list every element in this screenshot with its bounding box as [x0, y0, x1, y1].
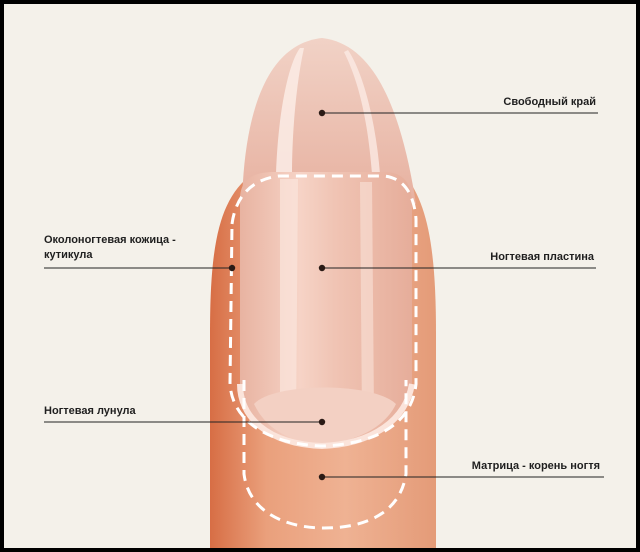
- matrix-dashed-outline: [242, 380, 408, 530]
- anchor-dots: [228, 109, 326, 481]
- dot-matrix: [318, 473, 326, 481]
- dot-free-edge: [318, 109, 326, 117]
- label-cuticle-line2: кутикула: [44, 249, 93, 261]
- nail-plate-highlight-2: [360, 182, 374, 422]
- dot-nail-plate: [318, 264, 326, 272]
- dot-cuticle: [228, 264, 236, 272]
- diagram-frame: Свободный край Околоногтевая кожица - ку…: [4, 4, 636, 548]
- nail-plate-highlight: [280, 179, 298, 424]
- label-nail-plate: Ногтевая пластина: [490, 251, 594, 263]
- label-free-edge: Свободный край: [503, 96, 596, 108]
- nail-highlight-right: [344, 50, 380, 174]
- lunula: [254, 387, 396, 444]
- dot-lunula: [318, 418, 326, 426]
- label-cuticle-line1: Околоногтевая кожица -: [44, 234, 176, 246]
- label-matrix: Матрица - корень ногтя: [471, 460, 600, 472]
- leader-lines: [44, 112, 604, 478]
- label-lunula: Ногтевая лунула: [44, 405, 136, 417]
- nail-highlight-left: [276, 48, 304, 174]
- nail-anatomy-illustration: [44, 38, 604, 548]
- cuticle-dashed-outline: [228, 174, 418, 448]
